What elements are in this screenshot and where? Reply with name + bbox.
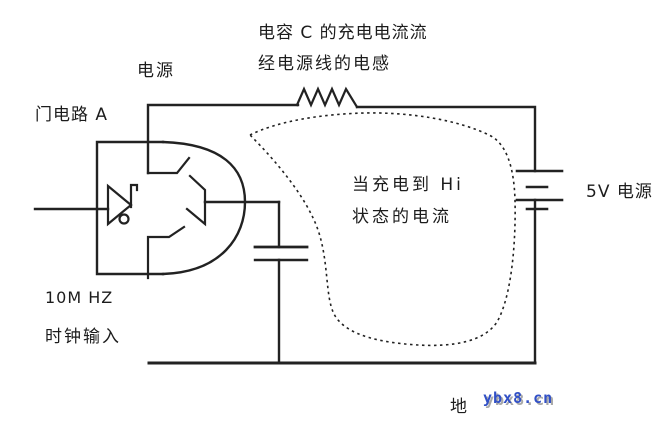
label-5v-supply: 5V 电源 <box>586 182 653 202</box>
gate-outline <box>95 140 247 276</box>
inverter-triangle <box>106 183 133 227</box>
dotted-loop-path <box>248 112 516 347</box>
switch-blade <box>146 156 191 175</box>
upper-switch-symbol <box>146 156 207 204</box>
lower-switch-symbol <box>146 200 207 280</box>
label-ground: 地 <box>450 397 469 417</box>
label-power: 电源 <box>137 61 175 81</box>
inverter-bubble <box>118 213 130 225</box>
power-wire-right <box>355 105 537 173</box>
current-loop-dotted <box>248 112 516 347</box>
battery-symbol <box>515 169 564 211</box>
inverter-symbol <box>106 183 139 227</box>
power-wire-left <box>146 103 300 175</box>
watermark-ybx8: ybx8.cn <box>483 389 554 407</box>
switch-contact <box>188 174 207 204</box>
capacitor-symbol <box>253 200 309 365</box>
label-capacitor-note-line1: 电容 C 的充电电流流 <box>258 23 428 43</box>
inductor-symbol <box>295 86 359 109</box>
label-capacitor-note-line2: 经电源线的电感 <box>258 54 391 74</box>
inverter-output-bar <box>129 183 139 209</box>
label-loop-line1: 当充电到 Hi <box>352 175 464 195</box>
switch-contact <box>185 200 207 227</box>
label-clock-freq: 10M HZ <box>45 288 114 307</box>
label-gate-circuit-a: 门电路 A <box>35 105 109 125</box>
wire-segment <box>355 105 537 173</box>
switch-blade <box>146 225 186 280</box>
wire-segment <box>146 103 300 175</box>
label-clock-input: 时钟输入 <box>45 327 121 347</box>
label-loop-line2: 状态的电流 <box>352 207 452 227</box>
inductor-zigzag <box>295 86 359 109</box>
